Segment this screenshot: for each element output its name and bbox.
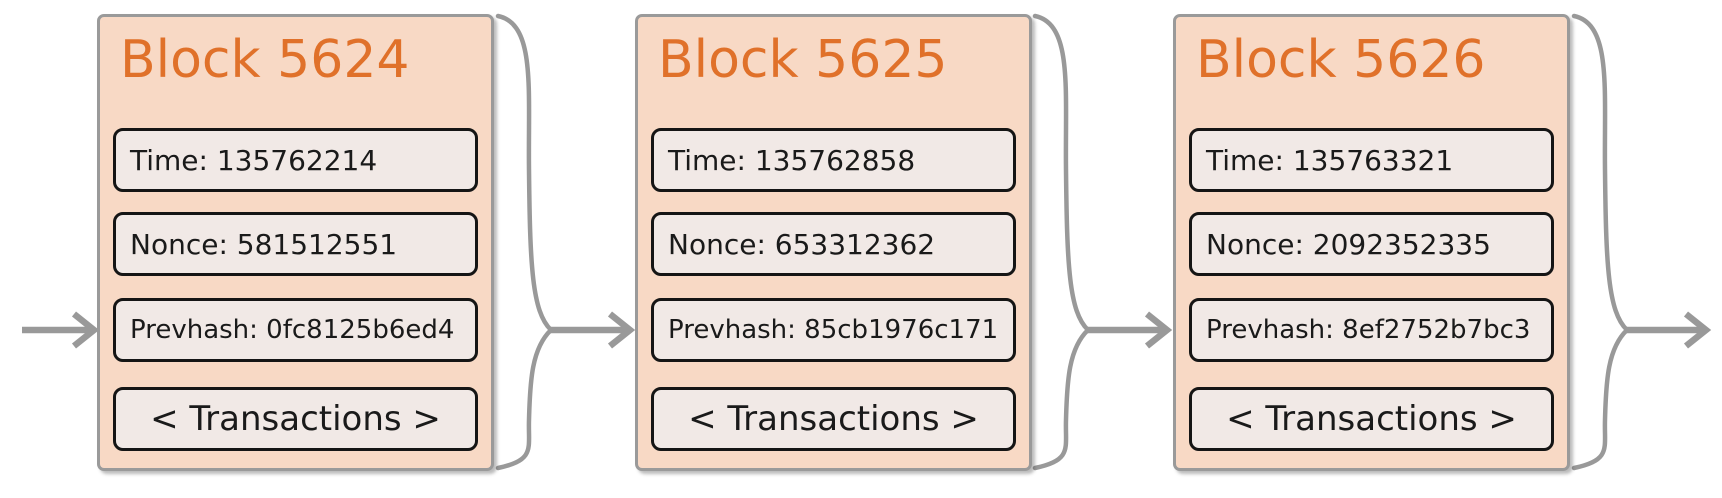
block-brace-icon <box>495 13 555 471</box>
block-title: Block 5624 <box>120 30 410 90</box>
block-5626: Block 5626 Time: 135763321 Nonce: 209235… <box>1173 14 1570 471</box>
prevhash-field: Prevhash: 0fc8125b6ed4 <box>113 298 478 362</box>
block-brace-icon <box>1571 13 1631 471</box>
block-brace-icon <box>1032 13 1092 471</box>
arrow-head-icon <box>1144 311 1173 349</box>
arrow-head-icon <box>1683 311 1712 349</box>
block-5625: Block 5625 Time: 135762858 Nonce: 653312… <box>635 14 1032 471</box>
prevhash-field: Prevhash: 8ef2752b7bc3 <box>1189 298 1554 362</box>
nonce-field: Nonce: 581512551 <box>113 212 478 276</box>
nonce-field: Nonce: 2092352335 <box>1189 212 1554 276</box>
prevhash-field: Prevhash: 85cb1976c171 <box>651 298 1016 362</box>
nonce-field: Nonce: 653312362 <box>651 212 1016 276</box>
time-field: Time: 135762858 <box>651 128 1016 192</box>
transactions-field: < Transactions > <box>113 387 478 451</box>
arrow-head-icon <box>607 311 636 349</box>
transactions-field: < Transactions > <box>651 387 1016 451</box>
transactions-field: < Transactions > <box>1189 387 1554 451</box>
block-title: Block 5626 <box>1196 30 1486 90</box>
hash-brace-arrow-3 <box>1571 13 1712 471</box>
block-5624: Block 5624 Time: 135762214 Nonce: 581512… <box>97 14 494 471</box>
hash-brace-arrow-2 <box>1032 13 1173 471</box>
connectors-group <box>22 13 1712 471</box>
time-field: Time: 135763321 <box>1189 128 1554 192</box>
inbound-arrow <box>22 311 100 349</box>
inbound-arrow-head-icon <box>71 311 100 349</box>
time-field: Time: 135762214 <box>113 128 478 192</box>
hash-brace-arrow-1 <box>495 13 636 471</box>
block-title: Block 5625 <box>658 30 948 90</box>
